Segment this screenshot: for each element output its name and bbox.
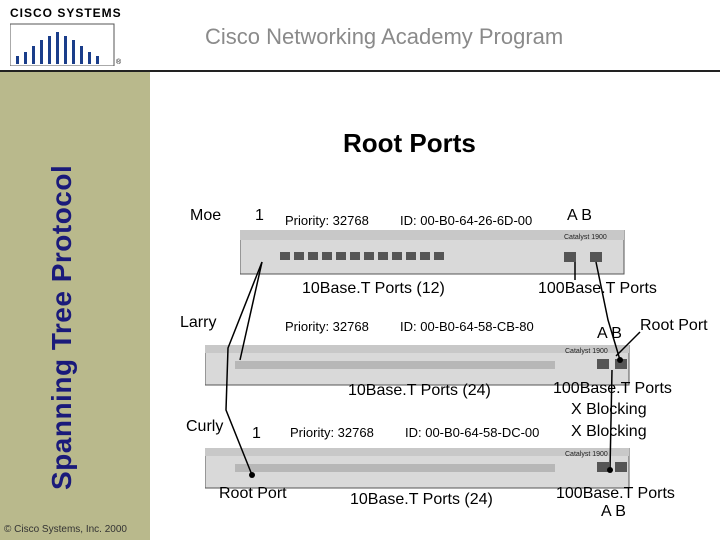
larry-model: Catalyst 1900: [565, 348, 608, 355]
larry-priority: Priority: 32768: [285, 319, 369, 334]
larry-100base-ports: 100Base.T Ports: [553, 380, 672, 397]
header-divider: [0, 70, 720, 72]
larry-uplinks: A B: [597, 325, 622, 342]
sidebar: [0, 72, 150, 540]
logo-text: CISCO SYSTEMS: [10, 6, 122, 20]
moe-uplinks: A B: [567, 207, 592, 224]
curly-uplinks: A B: [601, 503, 626, 520]
curly-priority: Priority: 32768: [290, 425, 374, 440]
moe-id: ID: 00-B0-64-26-6D-00: [400, 213, 533, 228]
moe-model: Catalyst 1900: [564, 234, 607, 241]
moe-name: Moe: [190, 207, 222, 224]
curly-100base-ports: 100Base.T Ports: [556, 485, 675, 502]
slide-title: Root Ports: [343, 128, 476, 158]
curly-root-port: Root Port: [219, 485, 287, 502]
larry-name: Larry: [180, 314, 217, 331]
moe-priority-value: 1: [255, 207, 264, 224]
moe-10base-ports: 10Base.T Ports (12): [302, 280, 445, 297]
curly-priority-value: 1: [252, 425, 261, 442]
cisco-logo: ®: [9, 6, 122, 67]
curly-switch: Catalyst 1900: [205, 448, 630, 489]
svg-text:®: ®: [116, 58, 122, 66]
cisco-bridge-icon: ®: [9, 23, 122, 67]
curly-name: Curly: [186, 418, 224, 435]
moe-priority: Priority: 32768: [285, 213, 369, 228]
larry-switch: Catalyst 1900: [205, 345, 630, 386]
larry-blocking-1: X Blocking: [571, 401, 647, 418]
copyright: © Cisco Systems, Inc. 2000: [4, 524, 127, 535]
curly-id: ID: 00-B0-64-58-DC-00: [405, 425, 540, 440]
moe-switch: Catalyst 1900: [240, 230, 625, 275]
curly-10base-ports: 10Base.T Ports (24): [350, 491, 493, 508]
larry-id: ID: 00-B0-64-58-CB-80: [400, 319, 534, 334]
larry-root-port: Root Port: [640, 317, 708, 334]
larry-10base-ports: 10Base.T Ports (24): [348, 382, 491, 399]
program-title: Cisco Networking Academy Program: [205, 24, 564, 49]
curly-model: Catalyst 1900: [565, 451, 608, 458]
larry-blocking-2: X Blocking: [571, 423, 647, 440]
moe-100base-ports: 100Base.T Ports: [538, 280, 657, 297]
